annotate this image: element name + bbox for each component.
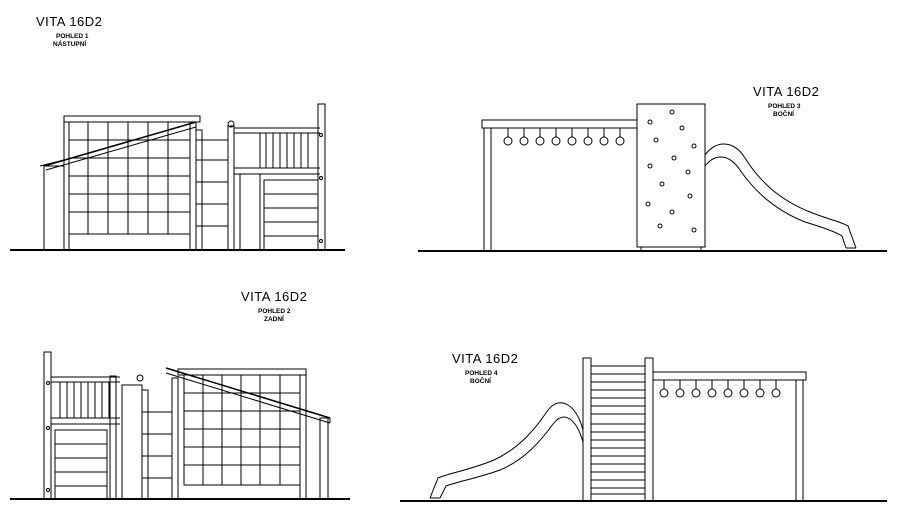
view4-title: VITA 16D2 <box>452 351 519 366</box>
view4-beam <box>653 372 806 380</box>
view1-tall-post <box>318 104 325 250</box>
view2-railing <box>51 377 120 424</box>
view2-ladder <box>142 378 178 499</box>
view4-slide <box>430 403 583 498</box>
view1-grid-panel <box>69 122 190 234</box>
view3-side: BOČNÍ <box>773 111 794 118</box>
view3-climbing-wall <box>637 104 705 247</box>
view1-ladder <box>196 121 234 250</box>
view3-slide <box>705 144 856 248</box>
view4-side: BOČNÍ <box>470 378 491 385</box>
view3-title: VITA 16D2 <box>753 84 820 99</box>
view2-drawing <box>10 352 350 499</box>
view1-side-panel <box>44 166 64 250</box>
view3-beam <box>482 120 637 128</box>
view2-tall-post <box>44 352 51 499</box>
view3-climbing-holds <box>646 110 696 232</box>
view1-side: NÁSTUPNÍ <box>53 41 87 48</box>
view2-label: POHLED 2 <box>258 308 291 315</box>
view1-railing <box>234 128 320 174</box>
view2-side: ZADNÍ <box>264 316 284 323</box>
view1-top-beam <box>64 116 200 122</box>
view1-roof-slope <box>44 122 196 166</box>
view2-top-beam <box>178 369 306 375</box>
view1-label: POHLED 1 <box>56 33 89 40</box>
view2-grid-panel <box>184 375 300 485</box>
view2-title: VITA 16D2 <box>241 289 308 304</box>
view4-tower <box>583 358 653 501</box>
view4-label: POHLED 4 <box>465 370 498 377</box>
view3-label: POHLED 3 <box>768 103 801 110</box>
view3-rings <box>504 128 624 145</box>
view3-drawing <box>418 104 887 251</box>
view1-drawing <box>10 104 345 250</box>
view4-drawing <box>400 358 887 501</box>
view1-title: VITA 16D2 <box>36 14 103 29</box>
view4-rings <box>660 380 780 397</box>
